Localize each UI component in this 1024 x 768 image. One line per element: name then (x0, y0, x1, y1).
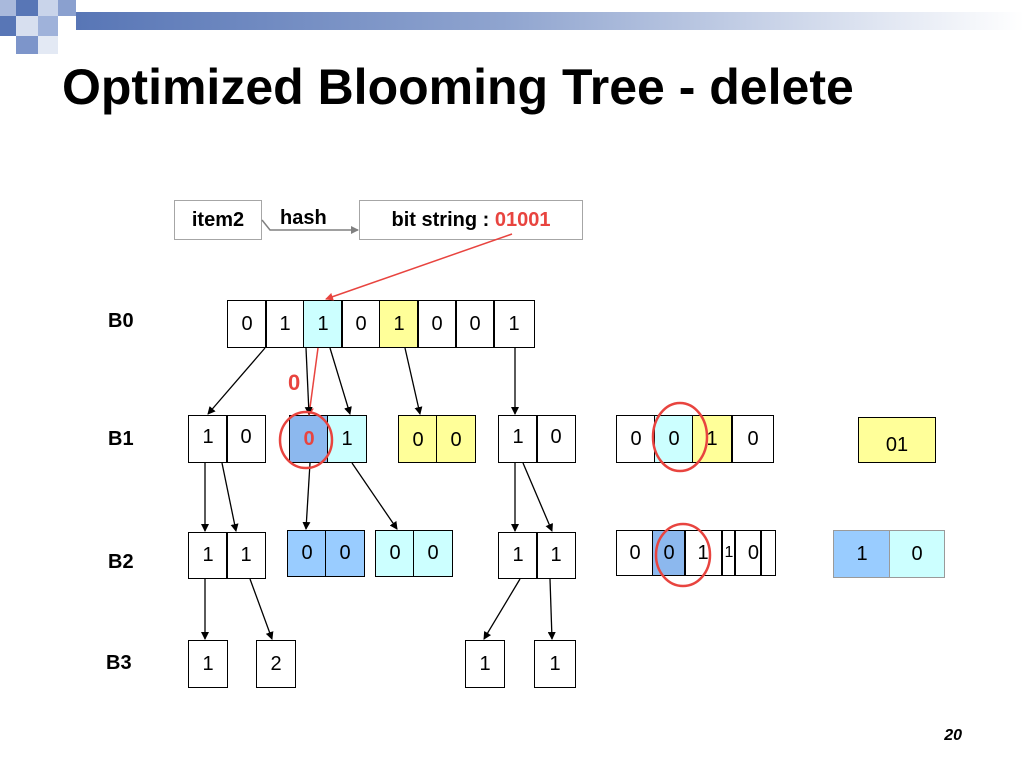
b2-node6-cell: 1 (833, 530, 891, 578)
header-decoration (0, 0, 1024, 60)
b3-cell: 1 (465, 640, 505, 688)
tree-arrow (304, 347, 313, 415)
b2-node5-cell: 0 (652, 530, 686, 576)
level-label-b1: B1 (108, 428, 134, 450)
tree-arrow (483, 578, 521, 640)
b1-node4-cell: 1 (498, 415, 538, 463)
b1-node1-cell: 0 (226, 415, 266, 463)
b0-cell: 0 (417, 300, 457, 348)
tree-arrow (329, 347, 352, 415)
b1-node2-cell: 1 (327, 415, 367, 463)
level-label-b0: B0 (108, 310, 134, 332)
b2-node6-cell: 0 (889, 530, 945, 578)
tree-arrow (302, 462, 311, 530)
b3-cell: 2 (256, 640, 296, 688)
hash-label: hash (280, 207, 327, 229)
b2-node5-cell: 1 (722, 530, 736, 576)
b1-node5-cell: 0 (732, 415, 774, 463)
slide-title: Optimized Blooming Tree - delete (62, 59, 854, 115)
tree-arrow (522, 462, 553, 532)
bitstring-box: bit string : 01001 (359, 200, 583, 240)
b2-node5-cell: 0 (734, 530, 762, 576)
b2-node2-cell: 0 (287, 530, 327, 577)
tree-arrow (207, 347, 266, 415)
b2-node5-cell: 1 (684, 530, 722, 576)
b2-node4-cell: 1 (536, 532, 576, 579)
b2-node1-cell: 1 (226, 532, 266, 579)
deleted-bit-annotation: 0 (288, 370, 301, 395)
b0-cell: 1 (493, 300, 535, 348)
b2-node3-cell: 0 (413, 530, 453, 577)
bitstring-value: 01001 (494, 208, 551, 231)
b1-node2-value: 0 (303, 427, 315, 450)
page-number: 20 (944, 727, 962, 744)
b1-node1-cell: 1 (188, 415, 228, 463)
delete-arrow (305, 347, 319, 416)
b1-node3-cell: 0 (398, 415, 438, 463)
item-box: item2 (174, 200, 262, 240)
tree-arrow (221, 462, 239, 532)
item-label: item2 (191, 208, 245, 231)
b0-cell: 0 (455, 300, 495, 348)
b2-node5-cell: 0 (760, 530, 776, 576)
b2-node2-cell: 0 (325, 530, 365, 577)
tree-arrow (351, 462, 398, 530)
bitstring-arrow (325, 233, 513, 301)
b1-node5-cell: 0 (654, 415, 694, 463)
b0-cell: 1 (303, 300, 343, 348)
b0-cell: 0 (227, 300, 267, 348)
b0-cell: 1 (379, 300, 419, 348)
bitstring-prefix: bit string : (391, 208, 495, 231)
b0-cell: 1 (265, 300, 305, 348)
b1-node2-cell-deleted: 0 (289, 415, 329, 463)
tree-arrow (249, 578, 274, 640)
level-label-b3: B3 (106, 652, 132, 674)
b0-cell: 0 (341, 300, 381, 348)
b1-node4-cell: 0 (536, 415, 576, 463)
b2-node3-cell: 0 (375, 530, 415, 577)
b1-node3-cell: 0 (436, 415, 476, 463)
b1-node6-cell: 01 (858, 417, 936, 463)
b1-node5-cell: 0 (616, 415, 656, 463)
tree-arrow (547, 578, 556, 640)
b1-node5-cell: 1 (692, 415, 732, 463)
b2-node4-cell: 1 (498, 532, 538, 579)
b2-node1-cell: 1 (188, 532, 228, 579)
b2-node5-cell: 0 (616, 530, 654, 576)
b3-cell: 1 (188, 640, 228, 688)
b3-cell: 1 (534, 640, 576, 688)
tree-arrow (404, 347, 423, 415)
level-label-b2: B2 (108, 551, 134, 573)
